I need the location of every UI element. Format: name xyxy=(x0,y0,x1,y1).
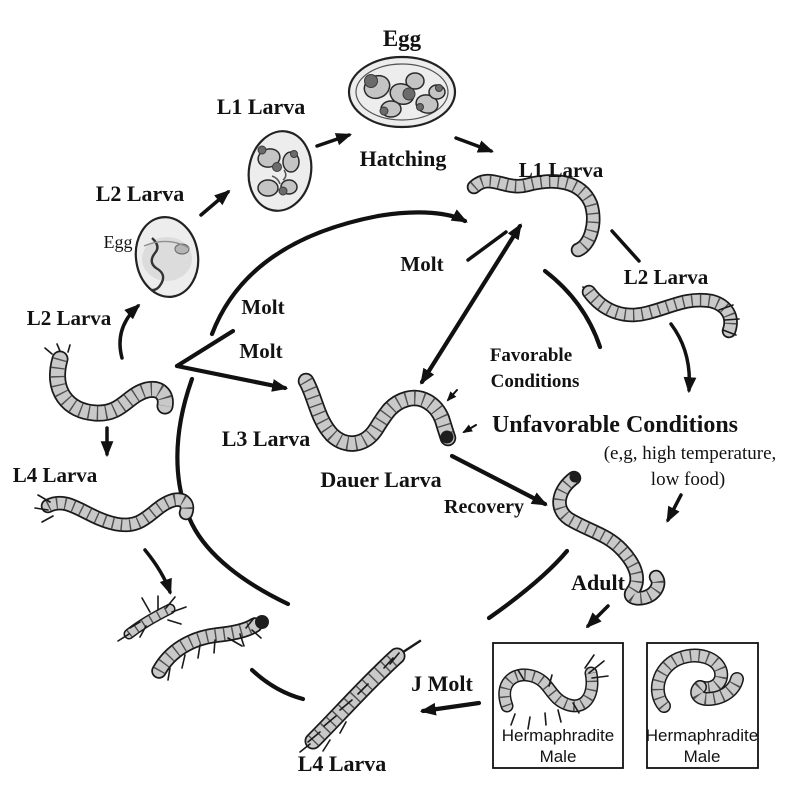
l2-egg-illustration xyxy=(134,216,200,298)
label-favorable-conditions-line1: Favorable xyxy=(490,345,572,366)
label-l4-larva-bottom: L4 Larva xyxy=(298,751,387,776)
adult-worm xyxy=(560,472,659,599)
arrow-molt-curve-to-l1 xyxy=(209,209,468,337)
l1-larva-worm xyxy=(474,181,593,250)
label-l2-larva-upper-left: L2 Larva xyxy=(96,181,185,206)
label-adult: Adult xyxy=(571,570,625,595)
label-l1-larva-right: L1 Larva xyxy=(519,158,604,182)
label-l1-larva-top: L1 Larva xyxy=(217,94,306,119)
arrow-small-egg-to-l1-egg xyxy=(199,189,231,217)
label-molt-lower: Molt xyxy=(239,339,282,363)
caterpillar-larva xyxy=(159,615,269,681)
label-l3-larva: L3 Larva xyxy=(222,426,311,451)
label-dauer-larva: Dauer Larva xyxy=(320,467,441,492)
cycle-arc-bottom xyxy=(249,667,306,702)
label-molt-middle: Molt xyxy=(241,295,284,319)
line-l1-to-l2 xyxy=(610,229,641,263)
male-box xyxy=(646,642,759,769)
cycle-arc-bottom-right xyxy=(486,548,570,621)
l4-larva-worm-left xyxy=(34,495,187,525)
l1-egg-illustration xyxy=(247,130,313,212)
arrow-l4left-to-molting-larva xyxy=(143,548,172,596)
l2-larva-worm-right xyxy=(583,287,740,335)
label-unfavorable-conditions: Unfavorable Conditions xyxy=(492,412,738,438)
arrow-unfavorable-to-adult xyxy=(666,493,683,523)
label-unfavorable-detail-line1: (e,g, high temperature, xyxy=(604,443,777,464)
label-l2-larva-left: L2 Larva xyxy=(27,306,112,330)
male-worm xyxy=(658,656,744,706)
label-egg-title: Egg xyxy=(383,26,422,51)
hermaphrodite-box xyxy=(492,642,624,769)
arrow-adult-to-boxes xyxy=(585,604,610,629)
label-hermaphrodite-box2-line1: Hermaphradite xyxy=(646,726,758,745)
arrow-l2right-to-unfavorable xyxy=(669,322,697,394)
arrow-unfavorable-pointer xyxy=(462,424,477,434)
label-recovery: Recovery xyxy=(444,496,524,518)
label-hermaphrodite-box2-line2: Male xyxy=(684,747,721,766)
line-molt-fork xyxy=(174,328,236,369)
label-molt-top: Molt xyxy=(400,252,443,276)
egg-cluster-illustration xyxy=(347,55,457,129)
arrow-l1-dauer-double xyxy=(419,223,523,385)
l4-larva-worm-bottom xyxy=(299,639,422,753)
label-egg-small: Egg xyxy=(104,232,133,252)
arrow-molt-to-dauer xyxy=(174,363,289,392)
cycle-arc-left xyxy=(175,376,291,607)
line-molt-merge xyxy=(466,230,508,262)
label-j-molt: J Molt xyxy=(411,671,473,696)
l2-larva-worm-left xyxy=(44,343,165,413)
arrow-hatching-to-l1 xyxy=(454,136,494,153)
arrow-recovery xyxy=(449,453,548,507)
molting-larva xyxy=(117,595,187,642)
arrow-l2left-to-small-egg xyxy=(118,303,141,360)
arrow-favorable-pointer xyxy=(446,389,458,402)
hermaphrodite-worm xyxy=(505,654,609,730)
arrow-j-molt xyxy=(419,700,482,716)
arrow-l1-egg-to-egg-cluster xyxy=(315,133,353,148)
label-favorable-conditions-line2: Conditions xyxy=(491,371,580,392)
label-hermaphrodite-box1-line2: Male xyxy=(540,747,577,766)
label-unfavorable-detail-line2: low food) xyxy=(651,469,725,490)
label-hermaphrodite-box1-line1: Hermaphradite xyxy=(502,726,614,745)
cycle-arc-top-right xyxy=(542,268,603,350)
label-l4-larva-left: L4 Larva xyxy=(13,463,98,487)
label-hatching: Hatching xyxy=(360,146,447,171)
dauer-larva-worm xyxy=(306,381,454,444)
label-l2-larva-right: L2 Larva xyxy=(624,265,709,289)
